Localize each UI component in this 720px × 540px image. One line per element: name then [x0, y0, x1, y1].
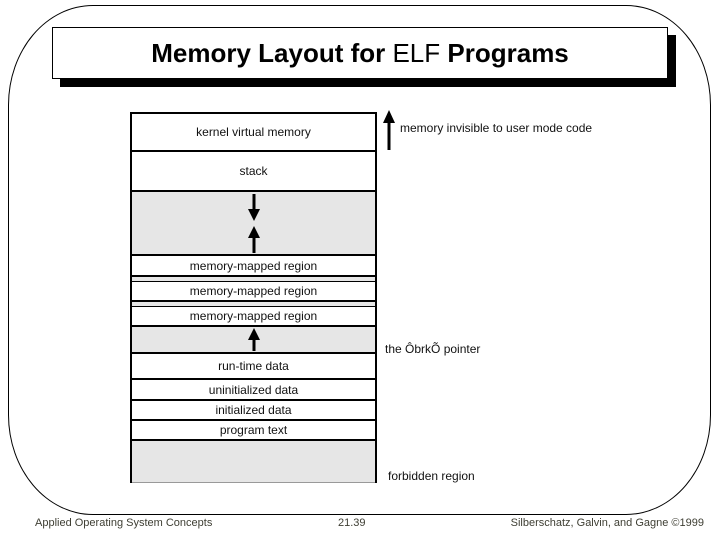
memory-layout-diagram: kernel virtual memory stack memory-mappe… [130, 112, 377, 483]
footer-slide-number: 21.39 [338, 517, 366, 529]
stack-grows-down-arrow-icon [247, 194, 260, 221]
region-stack: stack [132, 152, 375, 192]
region-spacer-1 [132, 277, 375, 282]
heap-grows-up-arrow-icon [247, 328, 260, 351]
region-growth-gap [132, 192, 375, 256]
title-segment-elf: ELF [392, 37, 448, 68]
region-memory-mapped-3: memory-mapped region [132, 307, 375, 327]
region-forbidden [132, 441, 375, 483]
region-label: memory-mapped region [189, 284, 318, 298]
region-program-text: program text [132, 421, 375, 441]
region-label: uninitialized data [208, 382, 299, 397]
region-label: memory-mapped region [189, 258, 318, 273]
footer-authors-copyright: Silberschatz, Galvin, and Gagne ©1999 [510, 517, 704, 529]
region-label: memory-mapped region [189, 309, 318, 323]
region-spacer-2 [132, 302, 375, 307]
region-label: kernel virtual memory [196, 125, 311, 139]
kernel-memory-up-arrow-icon [383, 110, 395, 150]
region-brk-gap [132, 327, 375, 354]
region-label: program text [219, 423, 288, 437]
annotation-brk-pointer: the ÔbrkÕ pointer [385, 342, 481, 356]
title-segment-tail: Programs [447, 37, 569, 68]
title-segment-lead: Memory Layout for [151, 37, 393, 68]
annotation-forbidden-region: forbidden region [388, 469, 475, 483]
title-box: Memory Layout for ELF Programs [52, 27, 668, 79]
annotation-memory-invisible: memory invisible to user mode code [400, 121, 593, 135]
region-label: run-time data [218, 359, 289, 373]
footer-course-title: Applied Operating System Concepts [35, 517, 213, 529]
mmap-grows-up-arrow-icon [247, 226, 260, 253]
region-initialized-data: initialized data [132, 401, 375, 421]
page-title: Memory Layout for ELF Programs [151, 38, 569, 69]
region-uninitialized-data: uninitialized data [132, 380, 375, 401]
region-memory-mapped-2: memory-mapped region [132, 282, 375, 302]
region-kernel-virtual-memory: kernel virtual memory [132, 114, 375, 152]
region-runtime-data: run-time data [132, 354, 375, 380]
region-label: stack [239, 164, 268, 178]
region-memory-mapped-1: memory-mapped region [132, 256, 375, 277]
region-label: initialized data [215, 403, 292, 417]
